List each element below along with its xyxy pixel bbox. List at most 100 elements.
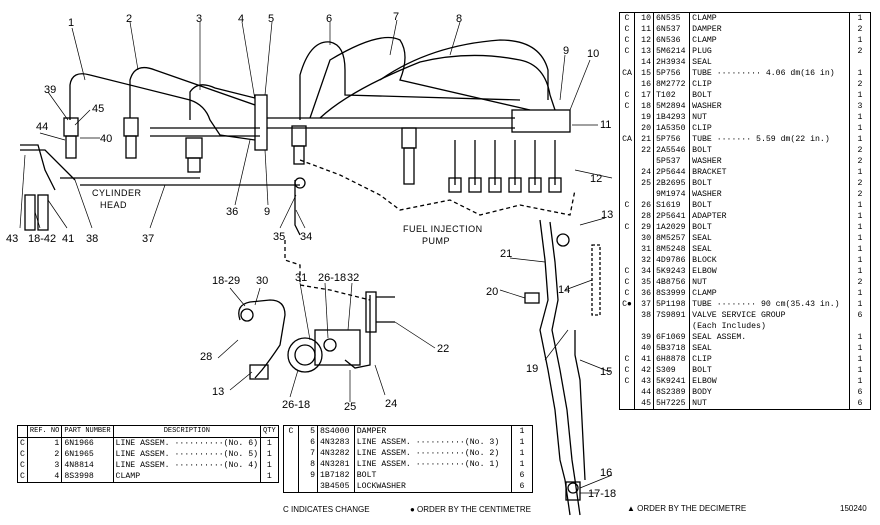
- injector-3: [185, 137, 203, 173]
- callout-32: 32: [347, 272, 359, 284]
- callout-43: 43: [6, 233, 18, 245]
- quantity: 1: [849, 332, 871, 343]
- change-indicator: [283, 470, 299, 481]
- callout-26-18-bottom: 26-18: [282, 399, 310, 411]
- change-indicator: C: [619, 101, 635, 112]
- bolt-1718: [565, 481, 581, 501]
- callout-35: 35: [273, 231, 285, 243]
- description: BOLT: [689, 365, 850, 376]
- quantity: 1: [849, 222, 871, 233]
- ref-number: 28: [634, 211, 654, 222]
- quantity: 6: [511, 470, 533, 481]
- ref-number: 16: [634, 79, 654, 90]
- callout-4: 4: [238, 13, 244, 25]
- description: CLAMP: [689, 288, 850, 299]
- change-indicator: [283, 448, 299, 459]
- part-number: 9M1974: [653, 189, 691, 200]
- quantity: 1: [849, 255, 871, 266]
- quantity: 3: [849, 101, 871, 112]
- description: SEAL: [689, 343, 850, 354]
- quantity: 1: [849, 211, 871, 222]
- seal-14: [591, 244, 601, 316]
- description: LINE ASSEM. ··········(No. 4): [113, 460, 262, 471]
- description: PLUG: [689, 46, 850, 57]
- callout-20: 20: [486, 286, 498, 298]
- description: BOLT: [689, 222, 850, 233]
- ref-number: 31: [634, 244, 654, 255]
- quantity: 2: [849, 46, 871, 57]
- change-indicator: [619, 112, 635, 123]
- change-indicator: C: [619, 277, 635, 288]
- quantity: 1: [511, 437, 533, 448]
- part-number: 8M5248: [653, 244, 691, 255]
- tube-21: [539, 219, 571, 516]
- description: BOLT: [354, 470, 513, 481]
- callout-15: 15: [600, 366, 612, 378]
- quantity: 2: [849, 178, 871, 189]
- ref-number: 10: [634, 12, 654, 24]
- callout-37: 37: [142, 233, 154, 245]
- cylinder-head-line: [60, 177, 300, 186]
- change-indicator: [619, 332, 635, 343]
- fitting-34: [294, 180, 301, 236]
- quantity: 1: [849, 288, 871, 299]
- ref-number: 45: [634, 398, 654, 410]
- quantity: 6: [849, 387, 871, 398]
- description: BOLT: [689, 145, 850, 156]
- change-indicator: [283, 459, 299, 470]
- plug-13: [556, 233, 570, 247]
- fuel-line-4: [189, 84, 256, 120]
- part-number: 8S3999: [653, 288, 691, 299]
- change-indicator: C: [619, 24, 635, 35]
- rail-clamp: [254, 94, 268, 151]
- quantity: 2: [849, 277, 871, 288]
- change-indicator: [283, 437, 299, 448]
- change-indicator: [619, 255, 635, 266]
- quantity: 1: [849, 365, 871, 376]
- bracket-plate: [365, 291, 377, 333]
- callout-8: 8: [456, 13, 462, 25]
- change-indicator: C: [619, 12, 635, 24]
- quantity: [849, 321, 871, 332]
- callout-25: 25: [344, 401, 356, 413]
- callout-14: 14: [558, 284, 570, 296]
- ref-number: 25: [634, 178, 654, 189]
- callout-5: 5: [268, 13, 274, 25]
- quantity: 1: [849, 134, 871, 145]
- quantity: 1: [849, 68, 871, 79]
- quantity: 1: [849, 233, 871, 244]
- part-number: 5K9243: [653, 266, 691, 277]
- description: BOLT: [689, 178, 850, 189]
- description: BOLT: [689, 90, 850, 101]
- change-indicator: C: [17, 460, 28, 471]
- part-number: 5K9241: [653, 376, 691, 387]
- description: WASHER: [689, 156, 850, 167]
- quantity: 1: [849, 35, 871, 46]
- quantity: 1: [260, 460, 279, 471]
- part-number: 5P537: [653, 156, 691, 167]
- seal-31-inner: [294, 344, 316, 366]
- part-number: S1619: [653, 200, 691, 211]
- quantity: 2: [849, 145, 871, 156]
- part-number: 3B4505: [317, 481, 355, 493]
- ref-number: [634, 156, 654, 167]
- change-indicator: CA: [619, 68, 635, 79]
- description: (Each Includes): [689, 321, 850, 332]
- description: CLIP: [689, 79, 850, 90]
- clip-20: [524, 292, 540, 304]
